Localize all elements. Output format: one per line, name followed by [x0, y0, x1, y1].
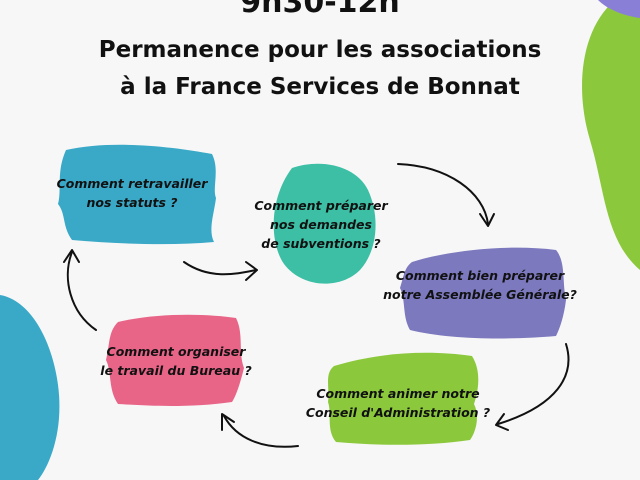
topic-conseil-line-2: Conseil d'Administration ? — [305, 405, 491, 420]
title-line-2: à la France Services de Bonnat — [120, 74, 520, 100]
arrow-statuts-to-subventions — [183, 261, 257, 276]
topic-bureau-line-2: le travail du Bureau ? — [100, 363, 252, 378]
green-corner-blob — [582, 0, 640, 270]
page-title: Permanence pour les associations à la Fr… — [0, 32, 640, 106]
statuts-brush-shape — [58, 144, 216, 245]
topic-statuts: Comment retravailler nos statuts ? — [52, 174, 212, 212]
arrow-conseil-to-bureau — [223, 415, 299, 448]
bureau-brush-shape — [106, 314, 244, 406]
assemblee-brush-shape — [400, 247, 566, 339]
conseil-brush-shape — [328, 352, 479, 445]
topic-subventions-line-3: de subventions ? — [261, 236, 381, 251]
topic-assemblee-line-2: notre Assemblée Générale? — [383, 287, 577, 302]
topic-bureau: Comment organiser le travail du Bureau ? — [96, 342, 256, 380]
arrow-assemblee-to-conseil — [497, 343, 570, 425]
topic-assemblee-line-1: Comment bien préparer — [395, 268, 565, 283]
topic-subventions: Comment préparer nos demandes de subvent… — [246, 196, 396, 253]
time-range: 9h30-12h — [240, 0, 400, 20]
title-line-1: Permanence pour les associations — [98, 37, 542, 63]
purple-corner-blob — [598, 0, 640, 18]
subventions-brush-shape — [273, 163, 376, 284]
topic-statuts-line-2: nos statuts ? — [86, 195, 178, 210]
blue-corner-blob — [0, 295, 60, 480]
topic-subventions-line-2: nos demandes — [270, 217, 372, 232]
arrow-subventions-to-assemblee — [397, 163, 489, 225]
arrow-bureau-to-statuts — [66, 251, 97, 331]
topic-assemblee: Comment bien préparer notre Assemblée Gé… — [380, 266, 580, 304]
cycle-arrows — [63, 163, 570, 448]
topic-bureau-line-1: Comment organiser — [106, 344, 246, 359]
topic-conseil-line-1: Comment animer notre — [316, 386, 480, 401]
topic-conseil: Comment animer notre Conseil d'Administr… — [300, 384, 496, 422]
topic-subventions-line-1: Comment préparer — [254, 198, 388, 213]
topic-statuts-line-1: Comment retravailler — [56, 176, 208, 191]
